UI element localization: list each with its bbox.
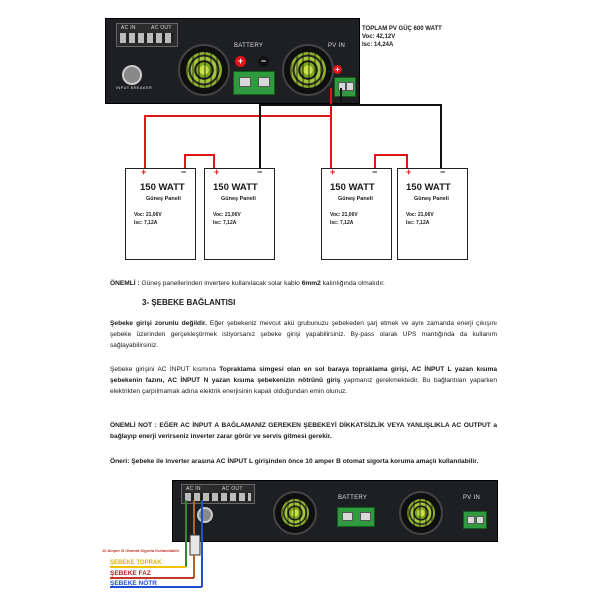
inverter-bottom-image: AC IN AC OUT BATTERY PV IN (172, 480, 498, 542)
section-heading: 3- ŞEBEKE BAĞLANTISI (142, 298, 236, 307)
battery-plus-icon: + (235, 56, 246, 67)
input-breaker-icon (122, 65, 142, 85)
panel-4-plus: + (406, 167, 412, 177)
bottom-battery-terminal (337, 507, 375, 527)
pv-in-label: PV IN (328, 43, 346, 49)
ac-terminal-block: AC IN AC OUT (116, 23, 178, 47)
panel-3-minus: − (372, 167, 378, 177)
solar-panel-2: + − 150 WATT Güneş Paneli Voc: 21,06V Is… (204, 167, 275, 260)
panel-2-minus: − (257, 167, 263, 177)
panel-1-isc: Isc: 7,12A (134, 220, 158, 226)
paragraph-2-b1: Topraklama simgesi olan en sol baraya to… (110, 366, 497, 384)
bottom-ac-terminal-block: AC IN AC OUT (181, 484, 255, 504)
wire-negative-right (341, 104, 442, 168)
grid-neutral-label: ŞEBEKE NÖTR (110, 580, 157, 587)
paragraph-2-t1: Şebeke girişini AC İNPUT kısmına (110, 366, 220, 373)
battery-terminal (233, 71, 275, 95)
panel-4-watt: 150 WATT (406, 182, 451, 193)
panel-4-isc: Isc: 7,12A (406, 220, 430, 226)
grid-phase-label: ŞEBEKE FAZ (110, 570, 151, 577)
panel-3-isc: Isc: 7,12A (330, 220, 354, 226)
pv-summary: TOPLAM PV GÜÇ 600 WATT Voc: 42,12V Isc: … (362, 25, 442, 49)
panel-2-isc: Isc: 7,12A (213, 220, 237, 226)
panel-3-name: Güneş Paneli (338, 196, 373, 202)
ac-out-label: AC OUT (151, 25, 172, 31)
wiring-diagram (144, 88, 442, 168)
panel-2-name: Güneş Paneli (221, 196, 256, 202)
fan-right-icon (282, 44, 334, 96)
bottom-pv-terminal (463, 511, 487, 529)
pv-terminal (334, 77, 356, 97)
panel-4-name: Güneş Paneli (414, 196, 449, 202)
solar-panel-4: + − 150 WATT Güneş Paneli Voc: 21,06V Is… (397, 167, 468, 260)
pv-summary-title: TOPLAM PV GÜÇ 600 WATT (362, 26, 442, 32)
paragraph-4: Öneri: Şebeke ile inverter arasına AC İN… (110, 458, 479, 465)
pv-plus-icon: + (333, 65, 342, 74)
wire-series-right (374, 154, 408, 168)
panel-1-voc: Voc: 21,06V (134, 212, 162, 218)
ac-screw-row (120, 33, 174, 43)
pv-summary-isc: Isc: 14,24A (362, 42, 394, 48)
panel-4-minus: − (440, 167, 446, 177)
solar-panel-3: + − 150 WATT Güneş Paneli Voc: 21,06V Is… (321, 167, 392, 260)
bottom-pv-label: PV IN (463, 495, 481, 501)
panel-2-plus: + (214, 167, 220, 177)
wire-series-left (184, 154, 215, 168)
paragraph-1: Şebeke girişi zorunlu değildir. Eğer şeb… (110, 318, 497, 351)
note-cable-text1: Güneş panellerinden invertere kullanılac… (139, 280, 302, 287)
fuse-label: 10 Amper B Otomat Sigorta Kullanılabilir (102, 548, 180, 553)
inverter-top-image: AC IN AC OUT INPUT BREAKER BATTERY + − P… (105, 18, 360, 104)
panel-2-watt: 150 WATT (213, 182, 258, 193)
pv-summary-voc: Voc: 42,12V (362, 34, 396, 40)
wire-positive (144, 88, 332, 168)
battery-label: BATTERY (234, 43, 264, 49)
bottom-ac-in-label: AC IN (186, 486, 201, 492)
bottom-ac-out-label: AC OUT (222, 486, 243, 492)
battery-minus-icon: − (258, 56, 269, 67)
panel-1-watt: 150 WATT (140, 182, 185, 193)
ac-in-label: AC IN (121, 25, 136, 31)
panel-3-watt: 150 WATT (330, 182, 375, 193)
panel-1-plus: + (141, 167, 147, 177)
panel-1-name: Güneş Paneli (146, 196, 181, 202)
panel-3-plus: + (330, 167, 336, 177)
paragraph-3: ÖNEMLİ NOT : EĞER AC İNPUT A BAĞLAMANIZ … (110, 422, 497, 440)
paragraph-1-text: Eğer şebekeniz mevcut akü grubunuzu şebe… (110, 320, 497, 349)
panel-2-voc: Voc: 21,06V (213, 212, 241, 218)
bottom-battery-label: BATTERY (338, 495, 368, 501)
panel-1-minus: − (181, 167, 187, 177)
note-cable: ÖNEMLİ : Güneş panellerinden invertere k… (110, 278, 500, 289)
input-breaker-label: INPUT BREAKER (116, 85, 153, 90)
bottom-fan-left-icon (273, 491, 317, 535)
paragraph-2-t2: yapmanız gerekmektedir. Bu bağlantıları … (110, 377, 497, 395)
paragraph-2: Şebeke girişini AC İNPUT kısmına Toprakl… (110, 364, 497, 397)
grid-ground-label: ŞEBEKE TOPRAK (110, 560, 162, 566)
fan-left-icon (178, 44, 230, 96)
note-cable-bold: ÖNEMLİ : (110, 280, 140, 287)
wire-negative (259, 88, 342, 168)
note-cable-bold2: 6mm2 (301, 280, 321, 287)
note-cable-text2: kalınlığında olmalıdır. (320, 280, 385, 287)
paragraph-1-bold: Şebeke girişi zorunlu değildir. (110, 320, 207, 327)
solar-panel-1: + − 150 WATT Güneş Paneli Voc: 21,06V Is… (125, 167, 196, 260)
panel-4-voc: Voc: 21,06V (406, 212, 434, 218)
panel-3-voc: Voc: 21,06V (330, 212, 358, 218)
bottom-fan-right-icon (399, 491, 443, 535)
